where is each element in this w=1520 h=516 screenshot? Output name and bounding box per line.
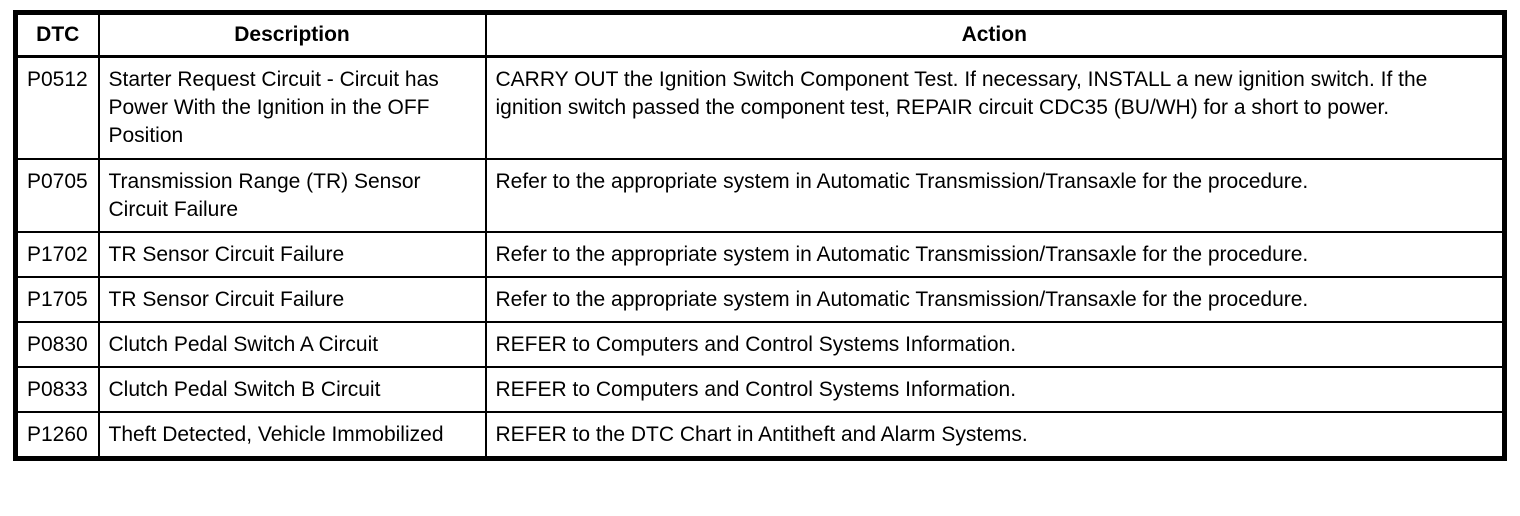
action-cell: Refer to the appropriate system in Autom…	[484, 275, 1506, 324]
action-cell: Refer to the appropriate system in Autom…	[484, 157, 1506, 233]
action-cell: CARRY OUT the Ignition Switch Component …	[484, 55, 1506, 160]
table-row: P1705 TR Sensor Circuit Failure Refer to…	[14, 275, 1506, 324]
table-row: P0705 Transmission Range (TR) Sensor Cir…	[14, 157, 1506, 233]
column-header-description: Description	[97, 11, 487, 59]
description-cell: TR Sensor Circuit Failure	[97, 230, 487, 278]
column-header-dtc: DTC	[14, 11, 100, 59]
dtc-cell: P1705	[14, 275, 100, 324]
dtc-cell: P1702	[14, 230, 100, 278]
table-row: P1702 TR Sensor Circuit Failure Refer to…	[14, 230, 1506, 278]
description-cell: TR Sensor Circuit Failure	[97, 275, 487, 324]
action-cell: Refer to the appropriate system in Autom…	[484, 230, 1506, 278]
action-cell: REFER to Computers and Control Systems I…	[484, 320, 1506, 369]
table-row: P0512 Starter Request Circuit - Circuit …	[14, 55, 1506, 160]
description-cell: Starter Request Circuit - Circuit has Po…	[97, 55, 487, 160]
description-cell: Theft Detected, Vehicle Immobilized	[97, 411, 487, 460]
dtc-cell: P0833	[14, 366, 100, 414]
table-row: P0833 Clutch Pedal Switch B Circuit REFE…	[14, 366, 1506, 414]
dtc-cell: P0705	[14, 157, 100, 233]
header-row: DTC Description Action	[14, 11, 1506, 59]
description-cell: Clutch Pedal Switch A Circuit	[97, 320, 487, 369]
dtc-cell: P1260	[14, 411, 100, 460]
action-cell: REFER to the DTC Chart in Antitheft and …	[484, 411, 1506, 460]
description-cell: Clutch Pedal Switch B Circuit	[97, 366, 487, 414]
table-row: P1260 Theft Detected, Vehicle Immobilize…	[14, 411, 1506, 460]
description-cell: Transmission Range (TR) Sensor Circuit F…	[97, 157, 487, 233]
table-header: DTC Description Action	[14, 11, 1506, 59]
dtc-cell: P0512	[14, 55, 100, 160]
table-row: P0830 Clutch Pedal Switch A Circuit REFE…	[14, 320, 1506, 369]
dtc-cell: P0830	[14, 320, 100, 369]
dtc-table: DTC Description Action P0512 Starter Req…	[13, 10, 1507, 462]
column-header-action: Action	[484, 11, 1506, 59]
action-cell: REFER to Computers and Control Systems I…	[484, 366, 1506, 414]
table-body: P0512 Starter Request Circuit - Circuit …	[14, 55, 1506, 460]
